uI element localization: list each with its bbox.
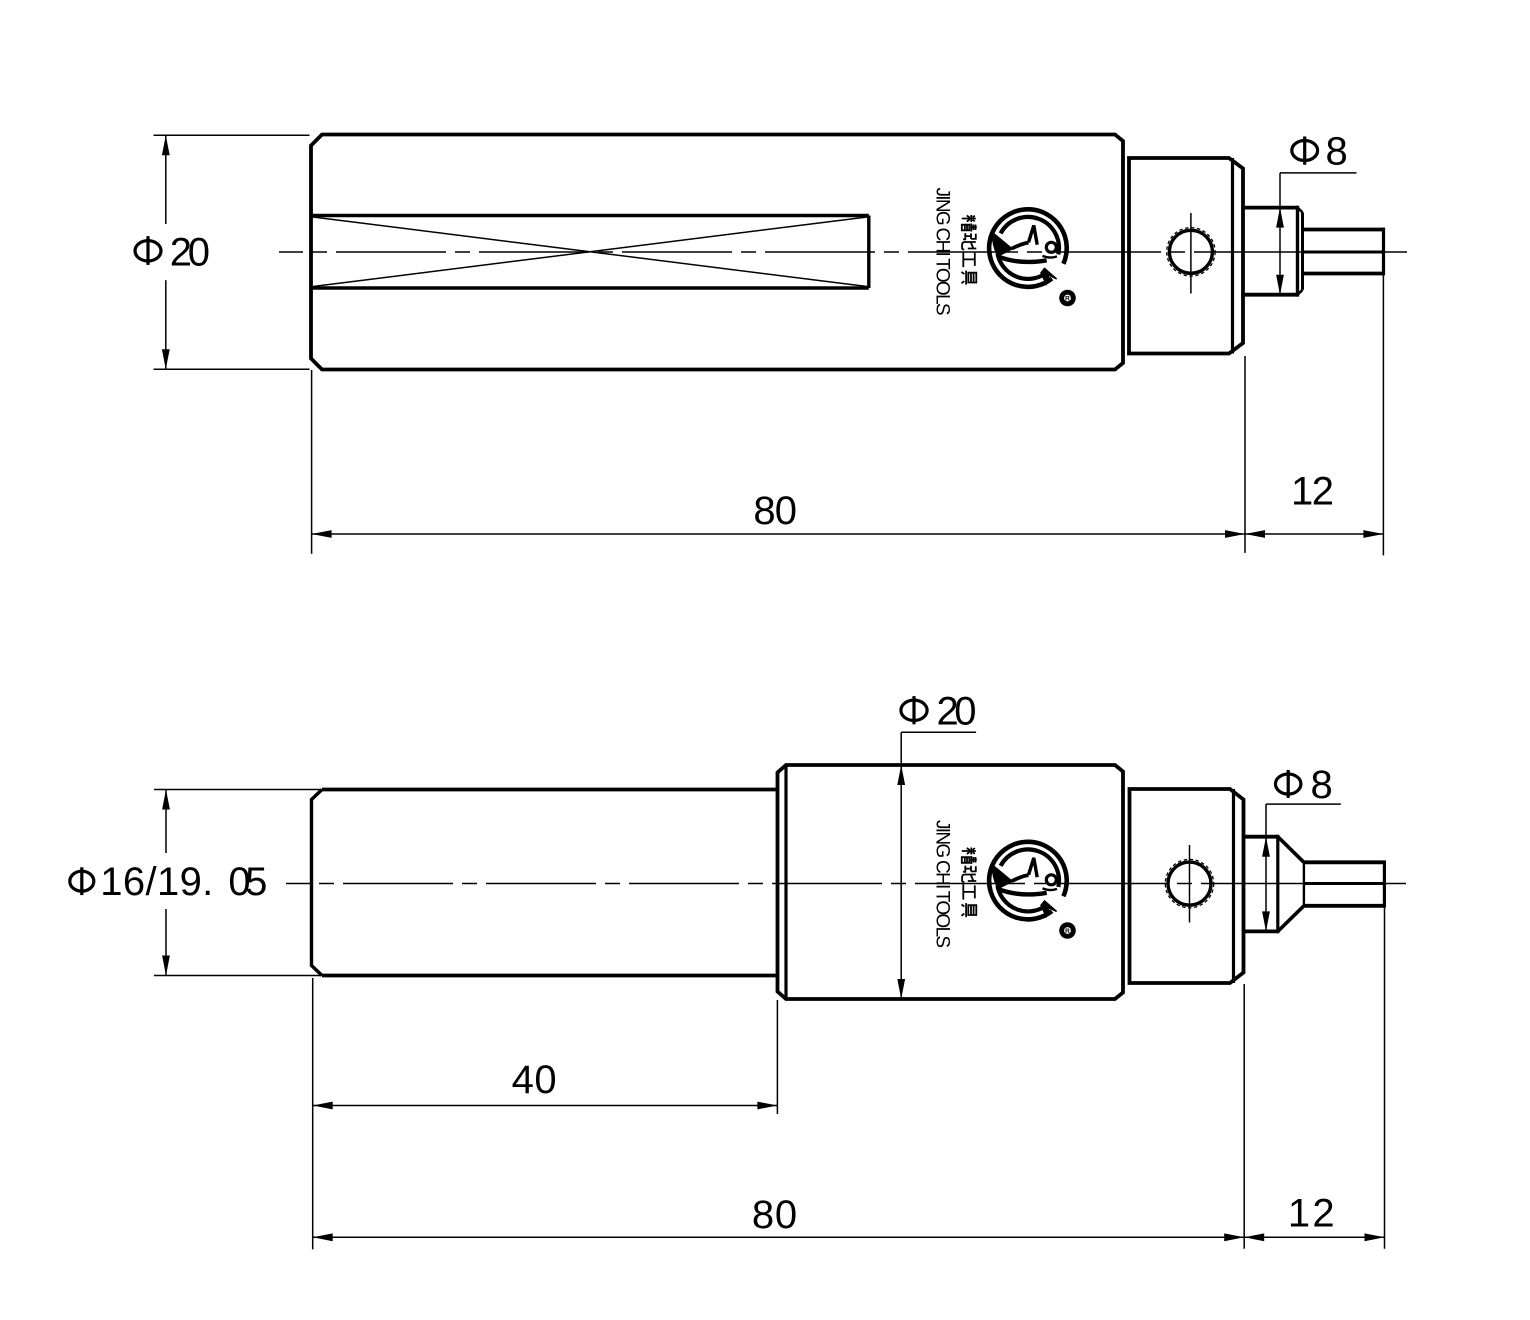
svg-text:8: 8 [1326,130,1348,174]
svg-text:40: 40 [512,1058,557,1102]
svg-text:80: 80 [752,1193,797,1237]
svg-text:JING CHI TOOLS: JING CHI TOOLS [931,188,952,316]
svg-text:12: 12 [1288,1191,1335,1235]
svg-text:JING CHI TOOLS: JING CHI TOOLS [931,820,952,948]
svg-text:05: 05 [228,860,267,904]
svg-text:8: 8 [1311,763,1333,807]
svg-text:16/19.: 16/19. [100,860,213,904]
svg-text:12: 12 [1291,470,1334,514]
svg-text:20: 20 [170,231,210,275]
svg-text:20: 20 [937,689,977,733]
svg-text:80: 80 [753,489,797,533]
